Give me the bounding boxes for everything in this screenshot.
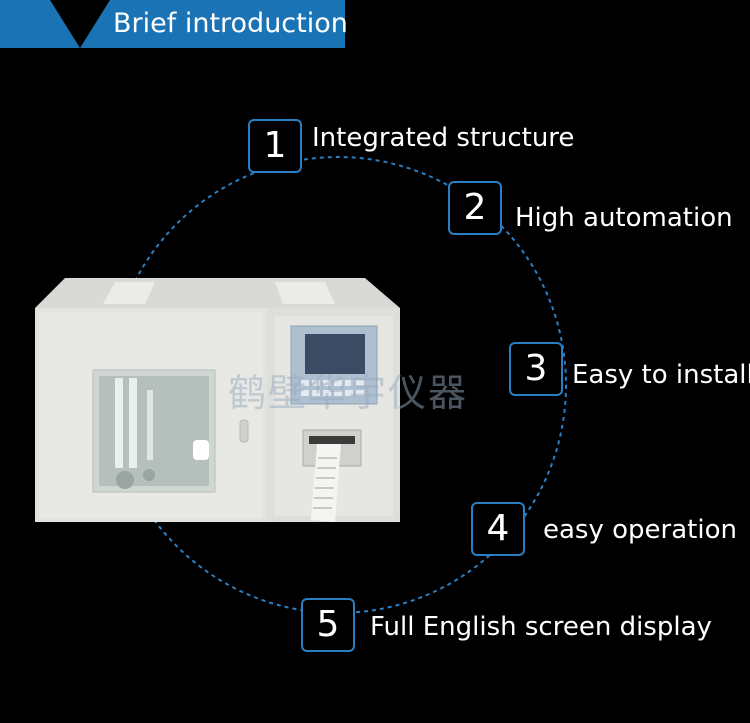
feature-label-1: Integrated structure (312, 123, 575, 153)
page-title: Brief introduction (113, 8, 348, 39)
feature-label-4: easy operation (543, 515, 737, 545)
watermark-text: 鹤壁华宇仪器 (228, 371, 469, 415)
feature-badge-2: 2 (448, 181, 502, 235)
banner-notch-shape (50, 0, 110, 48)
feature-label-5: Full English screen display (370, 612, 712, 642)
feature-badge-4: 4 (471, 502, 525, 556)
feature-badge-1: 1 (248, 119, 302, 173)
feature-label-3: Easy to install (572, 360, 750, 390)
feature-badge-3: 3 (509, 342, 563, 396)
feature-label-2: High automation (515, 203, 733, 233)
feature-badge-5: 5 (301, 598, 355, 652)
analyzer-machine-image (35, 278, 400, 522)
